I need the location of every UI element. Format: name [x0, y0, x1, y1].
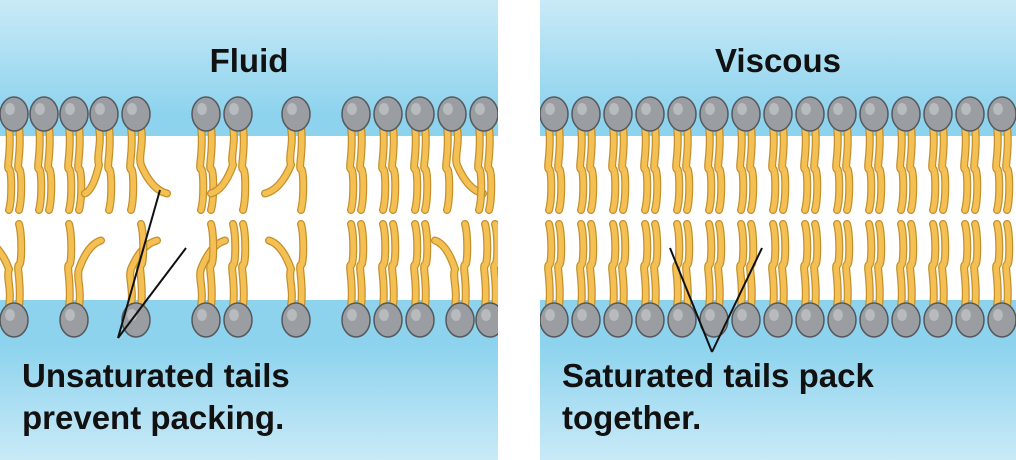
phospholipid-head [764, 97, 792, 131]
fluid-caption-line-2: prevent packing. [22, 397, 290, 439]
phospholipid-head [860, 303, 888, 337]
phospholipid-head [828, 303, 856, 337]
phospholipid-head [540, 97, 568, 131]
phospholipid-head [796, 97, 824, 131]
phospholipid-head [796, 303, 824, 337]
viscous-caption-line-2: together. [562, 397, 874, 439]
viscous-title: Viscous [540, 42, 1016, 80]
viscous-caption-line-1: Saturated tails pack [562, 355, 874, 397]
phospholipid-head [374, 97, 402, 131]
phospholipid-head [604, 303, 632, 337]
phospholipid-head [636, 303, 664, 337]
phospholipid-head [572, 303, 600, 337]
phospholipid-head [122, 97, 150, 131]
phospholipid-head [924, 303, 952, 337]
phospholipid-head [60, 97, 88, 131]
phospholipid-head [732, 303, 760, 337]
phospholipid-head [860, 97, 888, 131]
viscous-caption: Saturated tails pack together. [562, 355, 874, 439]
phospholipid-head [30, 97, 58, 131]
fluid-title: Fluid [0, 42, 498, 80]
phospholipid-head [342, 97, 370, 131]
phospholipid-head [374, 303, 402, 337]
phospholipid-head [764, 303, 792, 337]
phospholipid-head [956, 97, 984, 131]
phospholipid-head [0, 303, 28, 337]
phospholipid-head [282, 303, 310, 337]
phospholipid-head [342, 303, 370, 337]
phospholipid-head [604, 97, 632, 131]
fluid-membrane-panel: Fluid Unsaturated tails prevent packing. [0, 0, 498, 460]
phospholipid-head [406, 97, 434, 131]
phospholipid-head [700, 97, 728, 131]
phospholipid-head [572, 97, 600, 131]
phospholipid-head [924, 97, 952, 131]
phospholipid-head [828, 97, 856, 131]
fluid-caption-line-1: Unsaturated tails [22, 355, 290, 397]
fluid-caption: Unsaturated tails prevent packing. [22, 355, 290, 439]
phospholipid-head [892, 303, 920, 337]
phospholipid-head [90, 97, 118, 131]
phospholipid-head [192, 303, 220, 337]
phospholipid-head [224, 97, 252, 131]
phospholipid-head [446, 303, 474, 337]
phospholipid-head [540, 303, 568, 337]
phospholipid-head [282, 97, 310, 131]
phospholipid-head [406, 303, 434, 337]
phospholipid-head [438, 97, 466, 131]
phospholipid-head [224, 303, 252, 337]
phospholipid-head [732, 97, 760, 131]
phospholipid-head [0, 97, 28, 131]
phospholipid-head [956, 303, 984, 337]
phospholipid-head [892, 97, 920, 131]
phospholipid-head [470, 97, 498, 131]
phospholipid-head [192, 97, 220, 131]
phospholipid-head [988, 97, 1016, 131]
phospholipid-head [636, 97, 664, 131]
phospholipid-head [668, 303, 696, 337]
phospholipid-head [668, 97, 696, 131]
phospholipid-head [988, 303, 1016, 337]
viscous-membrane-panel: Viscous Saturated tails pack together. [540, 0, 1016, 460]
phospholipid-head [60, 303, 88, 337]
